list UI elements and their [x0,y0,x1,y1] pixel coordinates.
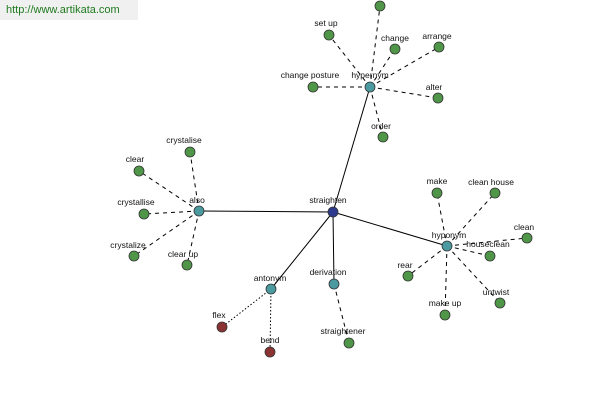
edge-hyponym-make [436,192,448,247]
label-arrange: arrange [422,31,452,41]
node-hypernym[interactable] [364,81,376,93]
label-clean: clean [514,222,535,232]
label-clear: clear [126,154,145,164]
edge-hyponym-untwist [446,245,501,304]
node-crystalise[interactable] [184,146,196,158]
edge-root-antonym [270,211,334,290]
node-set-up[interactable] [323,29,335,41]
edge-hypernym-set-up [328,34,371,88]
node-crystalize[interactable] [128,250,140,262]
label-hypernym: hypernym [351,70,388,80]
label-make-up: make up [429,298,462,308]
node-antonym[interactable] [265,283,277,295]
label-change-posture: change posture [281,70,340,80]
label-hyponym: hyponym [432,230,467,240]
node-root-straighten[interactable] [327,206,339,218]
node-rear[interactable] [402,270,414,282]
node-change-posture[interactable] [307,81,319,93]
edge-hyponym-clean-house [446,192,496,247]
label-straightener: straightener [321,326,366,336]
node-clear[interactable] [133,165,145,177]
graph-labels: set up change arrange change posture hyp… [110,18,534,345]
node-hypernym-offscreen[interactable] [374,0,386,12]
edge-also-crystalise [189,151,200,212]
label-root-straighten: straighten [309,195,347,205]
label-untwist: untwist [483,287,510,297]
node-clean[interactable] [521,232,533,244]
label-clear-up: clear up [168,249,199,259]
graph-edges [133,5,528,353]
label-crystalise: crystalise [166,135,202,145]
label-antonym: antonym [254,273,287,283]
source-url[interactable]: http://www.artikata.com [0,0,138,20]
edge-root-derivation [332,211,335,285]
edge-hypernym-alter [369,86,439,99]
graph-nodes [128,0,533,358]
edge-hyponym-rear [407,245,448,277]
label-change: change [381,33,409,43]
edge-hyponym-clean [446,237,528,247]
edge-also-clear-up [186,210,200,266]
node-untwist[interactable] [494,297,506,309]
edge-antonym-flex [221,288,272,328]
node-make[interactable] [431,187,443,199]
label-rear: rear [397,260,412,270]
label-crystallise: crystallise [117,197,155,207]
node-crystallise[interactable] [138,208,150,220]
node-arrange[interactable] [433,41,445,53]
edge-hyponym-make-up [444,245,448,316]
node-clear-up[interactable] [181,259,193,271]
label-also: also [189,195,205,205]
label-make: make [427,176,448,186]
edge-also-crystallise [143,210,200,215]
label-order: order [371,121,391,131]
label-clean-house: clean house [468,177,514,187]
node-derivation[interactable] [328,278,340,290]
node-order[interactable] [377,131,389,143]
node-houseclean[interactable] [484,250,496,262]
node-bend[interactable] [264,346,276,358]
node-straightener[interactable] [343,337,355,349]
node-clean-house[interactable] [489,187,501,199]
edge-derivation-straightener [333,283,350,344]
edge-root-also [198,210,334,213]
edge-hypernym-arrange [369,46,440,88]
node-alter[interactable] [432,92,444,104]
label-bend: bend [261,335,280,345]
node-flex[interactable] [216,321,228,333]
label-flex: flex [212,310,226,320]
edge-hypernym-order [369,86,384,138]
label-houseclean: houseclean [466,239,510,249]
label-derivation: derivation [310,267,347,277]
label-crystalize: crystalize [110,240,146,250]
edge-root-hyponym [332,211,448,247]
node-make-up[interactable] [439,309,451,321]
edge-root-hypernym [332,86,371,213]
edge-antonym-bend [269,288,272,353]
node-change[interactable] [389,43,401,55]
label-alter: alter [426,82,443,92]
node-also[interactable] [193,205,205,217]
node-hyponym[interactable] [441,240,453,252]
edge-hypernym-offscreen [369,5,381,88]
edge-also-crystalize [133,210,200,257]
label-set-up: set up [314,18,337,28]
